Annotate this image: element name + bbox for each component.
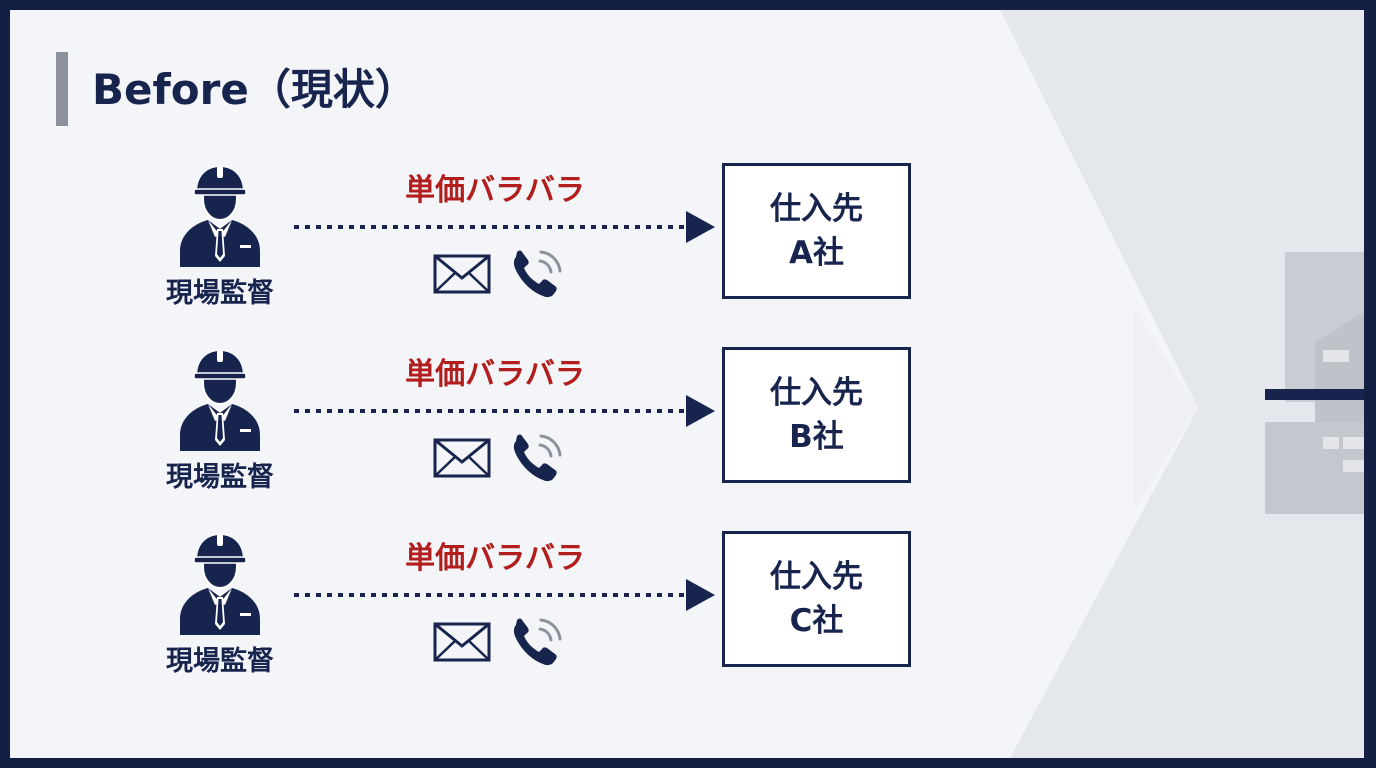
supplier-box-a: 仕入先 A社 [722,163,911,299]
supplier-row-b: 現場監督 単価バラバラ 仕入先 B社 [10,347,970,517]
supplier-company-name: C社 [789,603,844,639]
supplier-box-b: 仕入先 B社 [722,347,911,483]
slide: Before（現状） 現場監督 単価バラバラ [10,10,1364,758]
phone-icon [513,618,562,666]
supplier-box-c: 仕入先 C社 [722,531,911,667]
supplier-row-c: 現場監督 単価バラバラ 仕入先 C社 [10,531,970,701]
arrow-right-icon [294,211,715,243]
mail-icon [433,254,491,294]
supplier-label: 仕入先 [770,375,863,411]
supplier-company-name: B社 [789,419,844,455]
inconsistent-price-label: 単価バラバラ [405,541,585,576]
site-supervisor-label: 現場監督 [166,462,274,493]
supplier-company-name: A社 [789,235,844,271]
page-title: Before（現状） [92,65,417,114]
construction-worker-icon [180,166,260,267]
inconsistent-price-label: 単価バラバラ [405,173,585,208]
phone-icon [513,434,562,482]
supplier-label: 仕入先 [770,191,863,227]
building-icon [1265,252,1364,514]
phone-icon [513,250,562,298]
arrow-right-icon [294,395,715,427]
site-supervisor-label: 現場監督 [166,278,274,309]
inconsistent-price-label: 単価バラバラ [405,357,585,392]
supplier-row-a: 現場監督 単価バラバラ 仕入先 A社 [10,163,970,333]
arrow-right-icon [294,579,715,611]
supplier-label: 仕入先 [770,559,863,595]
construction-worker-icon [180,534,260,635]
mail-icon [433,438,491,478]
title-accent-bar [56,52,68,126]
mail-icon [433,622,491,662]
construction-worker-icon [180,350,260,451]
site-supervisor-label: 現場監督 [166,646,274,677]
